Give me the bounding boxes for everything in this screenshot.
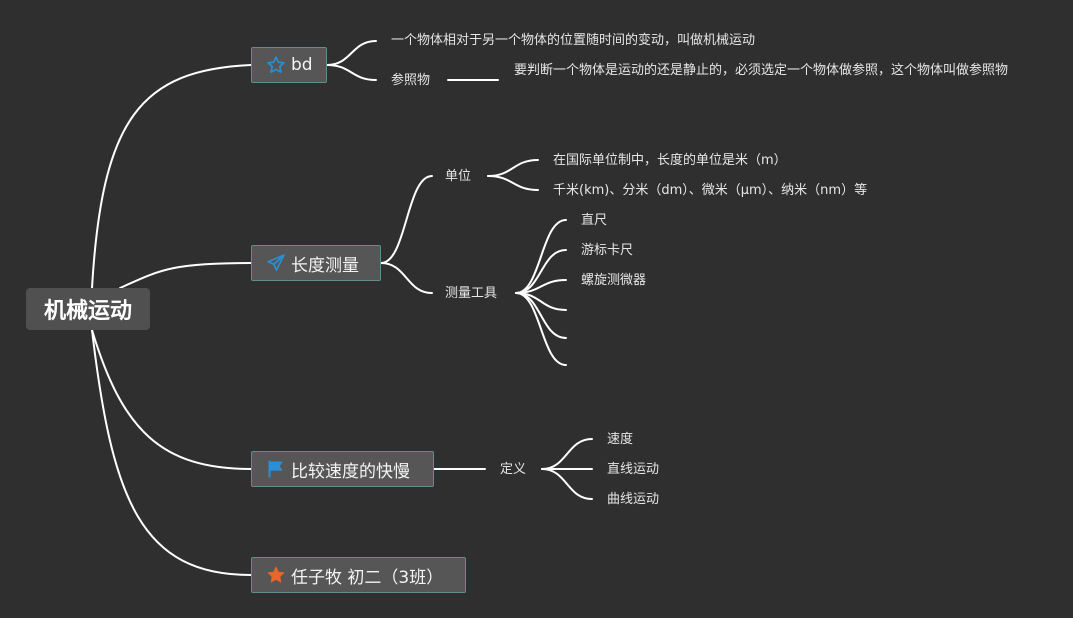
connector-length-tools xyxy=(380,262,433,294)
leaf-linear-motion[interactable]: 直线运动 xyxy=(607,462,660,477)
connector-bd-reference xyxy=(326,64,377,81)
subnode-reference[interactable]: 参照物 xyxy=(391,73,431,88)
leaf-tool-vernier[interactable]: 游标卡尺 xyxy=(581,243,634,258)
root-label: 机械运动 xyxy=(43,299,132,324)
subnode-definition[interactable]: 一个物体相对于另一个物体的位置随时间的变动，叫做机械运动 xyxy=(391,33,756,48)
connector-tools-empty-3 xyxy=(515,292,567,366)
branch-label: 任子牧 初二（3班） xyxy=(291,567,444,588)
paper-plane-icon xyxy=(266,253,286,273)
branch-node-length[interactable]: 长度测量 xyxy=(251,245,381,281)
branch-label: 比较速度的快慢 xyxy=(291,461,410,482)
branch-node-speed[interactable]: 比较速度的快慢 xyxy=(251,451,434,487)
branch-label: bd xyxy=(291,55,313,75)
leaf-tool-ruler[interactable]: 直尺 xyxy=(581,213,608,228)
connector-root-author xyxy=(91,329,252,576)
connector-root-bd xyxy=(91,64,252,289)
connector-root-speed xyxy=(91,329,252,470)
leaf-curvilinear-motion[interactable]: 曲线运动 xyxy=(607,492,660,507)
branch-node-author[interactable]: 任子牧 初二（3班） xyxy=(251,557,466,593)
branch-label: 长度测量 xyxy=(291,255,359,276)
branch-node-bd[interactable]: bd xyxy=(251,47,327,83)
connector-bd-definition xyxy=(326,40,377,66)
leaf-tool-micrometer[interactable]: 螺旋测微器 xyxy=(581,273,647,288)
connector-definition-curve xyxy=(541,468,593,500)
connector-root-length xyxy=(119,262,252,289)
subnode-reference-detail[interactable]: 要判断一个物体是运动的还是静止的，必须选定一个物体做参照，这个物体叫做参照物 xyxy=(514,63,1009,78)
leaf-unit-others[interactable]: 千米(km)、分米（dm）、微米（μm）、纳米（nm）等 xyxy=(553,183,868,198)
leaf-speed[interactable]: 速度 xyxy=(607,432,634,447)
subnode-definition-speed[interactable]: 定义 xyxy=(500,462,527,477)
star-outline-icon xyxy=(266,55,286,75)
subnode-tools[interactable]: 测量工具 xyxy=(445,286,498,301)
connector-tools-ruler xyxy=(515,219,567,294)
root-node[interactable]: 机械运动 xyxy=(26,288,150,330)
connector-length-unit xyxy=(380,175,433,264)
flag-icon xyxy=(266,459,286,479)
subnode-unit[interactable]: 单位 xyxy=(445,169,472,184)
connector-unit-others xyxy=(487,175,539,191)
connector-unit-si xyxy=(487,159,539,177)
leaf-unit-si[interactable]: 在国际单位制中，长度的单位是米（m） xyxy=(553,153,787,168)
star-filled-icon xyxy=(266,565,286,585)
connector-definition-speed xyxy=(541,438,593,470)
